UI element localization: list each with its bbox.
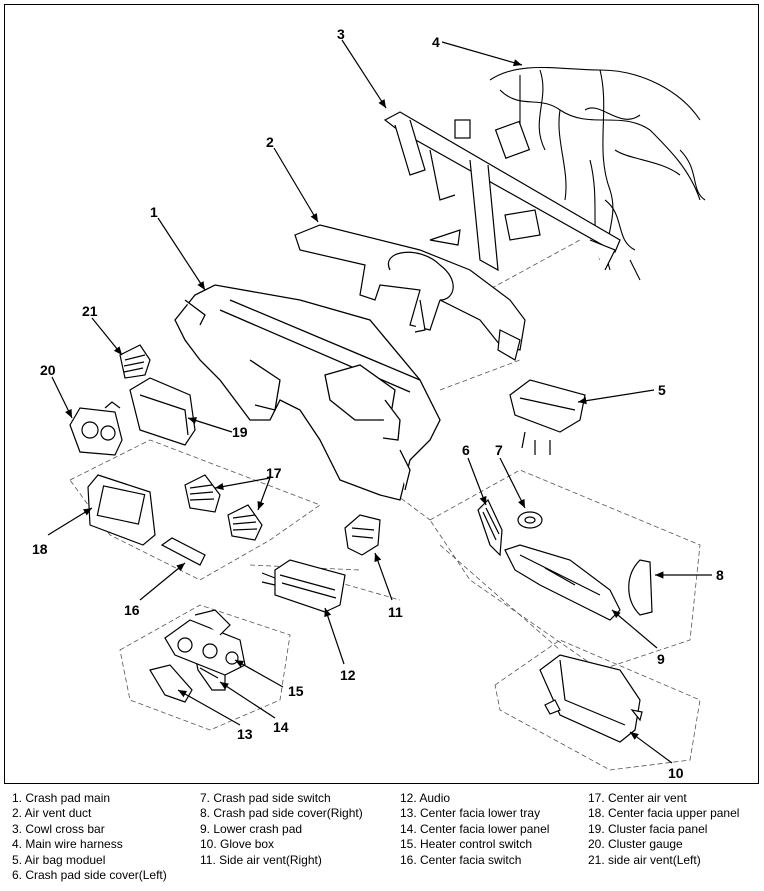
legend-item: 20. Cluster gauge bbox=[588, 837, 683, 852]
side-air-vent-right-art bbox=[344, 514, 381, 556]
callout-15: 15 bbox=[288, 683, 304, 699]
heater-control-switch-art bbox=[164, 609, 246, 676]
callout-10: 10 bbox=[668, 765, 684, 781]
legend-item: 17. Center air vent bbox=[588, 791, 687, 805]
cowl-cross-bar-art bbox=[383, 111, 621, 272]
callout-6: 6 bbox=[462, 442, 470, 458]
callout-17: 17 bbox=[266, 465, 282, 481]
callout-16: 16 bbox=[124, 602, 140, 618]
legend-column-3: 12. Audio 13. Center facia lower tray 14… bbox=[400, 791, 549, 868]
legend-item: 4. Main wire harness bbox=[12, 837, 123, 852]
legend-item: 3. Cowl cross bar bbox=[12, 821, 105, 836]
legend-item: 18. Center facia upper panel bbox=[588, 806, 740, 821]
callout-14: 14 bbox=[273, 719, 289, 735]
air-vent-duct-art bbox=[294, 224, 526, 361]
callout-2: 2 bbox=[266, 134, 274, 150]
legend-column-2: 7. Crash pad side switch 8. Crash pad si… bbox=[200, 791, 363, 868]
side-air-vent-left-art bbox=[119, 344, 151, 379]
callout-19: 19 bbox=[232, 424, 248, 440]
air-bag-module-art bbox=[509, 379, 586, 455]
callout-5: 5 bbox=[658, 382, 666, 398]
crash-pad-side-switch-art bbox=[517, 511, 543, 529]
legend-item: 12. Audio bbox=[400, 791, 451, 805]
legend-item: 7. Crash pad side switch bbox=[200, 791, 331, 805]
center-facia-switch-art bbox=[160, 537, 206, 566]
legend-column-4: 17. Center air vent 18. Center facia upp… bbox=[588, 791, 739, 868]
callout-13: 13 bbox=[237, 726, 253, 742]
callout-18: 18 bbox=[32, 541, 48, 557]
leader-lines bbox=[47, 39, 712, 764]
legend-item: 16. Center facia switch bbox=[400, 852, 522, 867]
legend-item: 14. Center facia lower panel bbox=[400, 821, 550, 836]
group-outline-wire-link bbox=[349, 239, 581, 651]
legend-item: 2. Air vent duct bbox=[12, 806, 92, 821]
center-facia-upper-panel-art bbox=[87, 474, 156, 546]
crash-pad-side-cover-left-art bbox=[477, 498, 503, 557]
center-air-vent-art bbox=[184, 474, 263, 541]
lower-crash-pad-art bbox=[504, 544, 621, 621]
callout-9: 9 bbox=[657, 651, 665, 667]
legend-item: 21. side air vent(Left) bbox=[588, 852, 701, 867]
group-outline-heater bbox=[119, 604, 291, 731]
crash-pad-main-art bbox=[174, 284, 441, 501]
callout-3: 3 bbox=[337, 26, 345, 42]
audio-art bbox=[261, 559, 346, 613]
legend-item: 15. Heater control switch bbox=[400, 837, 533, 852]
legend-item: 9. Lower crash pad bbox=[200, 821, 303, 836]
callout-7: 7 bbox=[495, 442, 503, 458]
center-facia-lower-tray-art bbox=[149, 664, 193, 703]
legend-item: 11. Side air vent(Right) bbox=[200, 852, 322, 867]
group-outline-center-facia bbox=[69, 439, 321, 581]
diagram-frame bbox=[4, 4, 759, 784]
callout-8: 8 bbox=[716, 567, 724, 583]
cluster-facia-panel-art bbox=[129, 377, 196, 446]
callout-4: 4 bbox=[432, 34, 440, 50]
legend-item: 19. Cluster facia panel bbox=[588, 821, 708, 836]
parts-legend: 1. Crash pad main 2. Air vent duct 3. Co… bbox=[12, 791, 760, 886]
legend-item: 10. Glove box bbox=[200, 837, 275, 852]
glove-box-art bbox=[539, 654, 643, 743]
legend-item: 6. Crash pad side cover(Left) bbox=[12, 868, 167, 883]
callout-1: 1 bbox=[150, 204, 158, 220]
group-outline-lower-pad bbox=[429, 469, 701, 671]
legend-item: 13. Center facia lower tray bbox=[400, 806, 541, 821]
legend-item: 8. Crash pad side cover(Right) bbox=[200, 806, 363, 821]
cluster-gauge-art bbox=[69, 401, 123, 456]
callout-20: 20 bbox=[40, 362, 56, 378]
legend-item: 5. Air bag moduel bbox=[12, 852, 106, 867]
legend-item: 1. Crash pad main bbox=[12, 791, 111, 805]
group-outline-glove-box bbox=[494, 639, 701, 771]
callout-11: 11 bbox=[388, 604, 403, 620]
callout-21: 21 bbox=[82, 303, 98, 319]
main-wire-harness-art bbox=[489, 67, 706, 281]
crash-pad-side-cover-right-art bbox=[628, 559, 653, 616]
callout-12: 12 bbox=[340, 667, 356, 683]
legend-column-1: 1. Crash pad main 2. Air vent duct 3. Co… bbox=[12, 791, 167, 883]
